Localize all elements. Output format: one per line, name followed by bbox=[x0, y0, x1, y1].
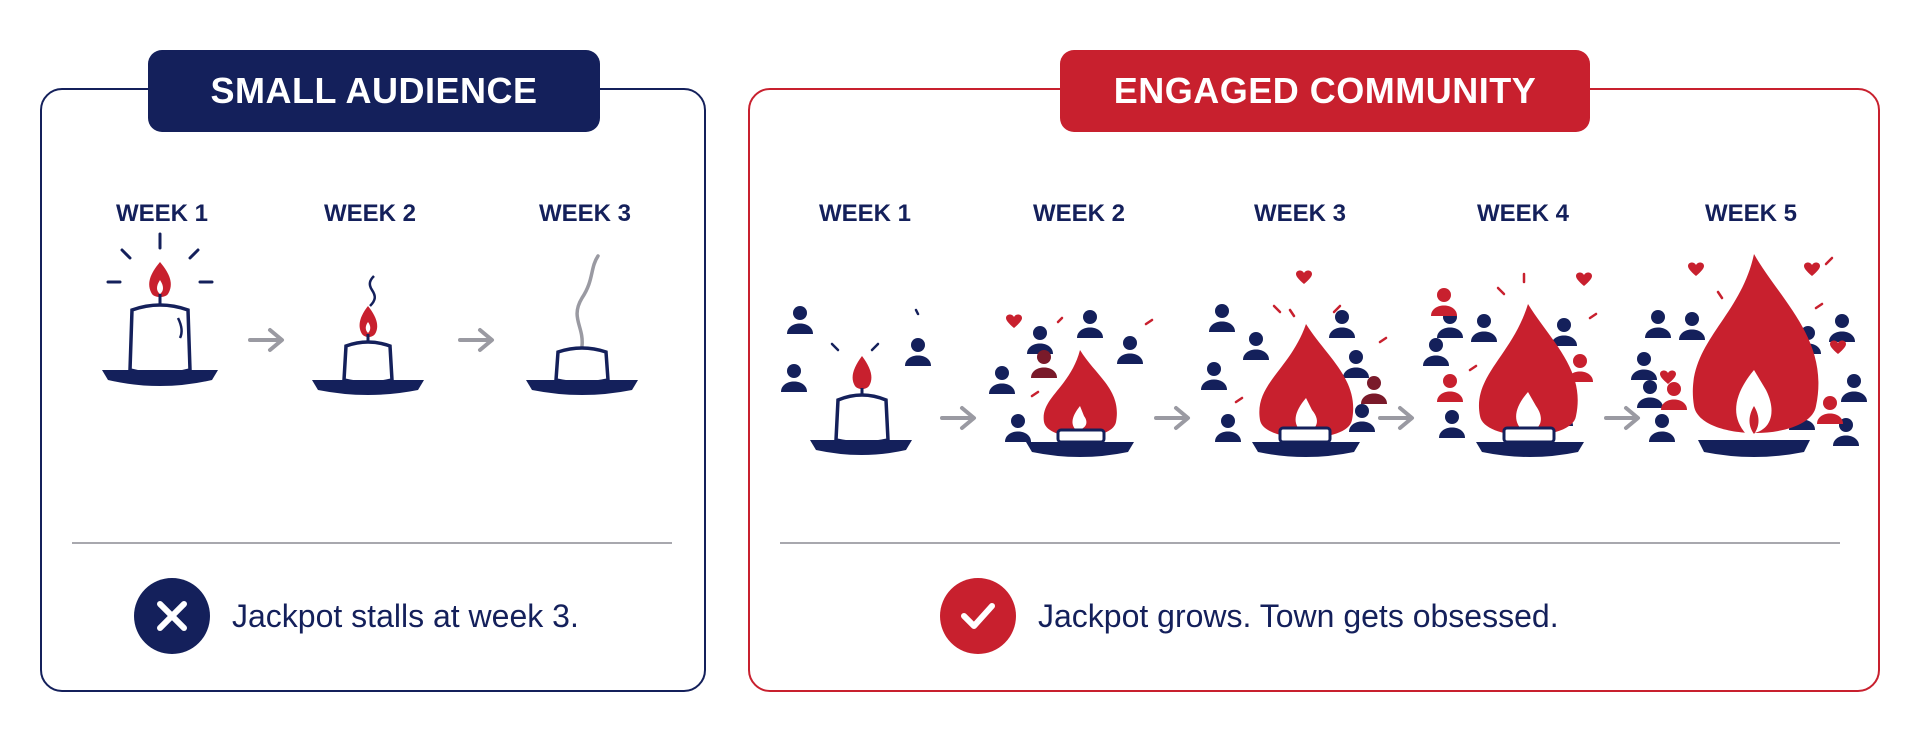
left-week-1-label: WEEK 1 bbox=[115, 200, 208, 227]
left-week-3-label: WEEK 3 bbox=[538, 200, 631, 227]
left-result: Jackpot stalls at week 3. bbox=[134, 578, 579, 654]
arrow-icon bbox=[1378, 406, 1414, 430]
week-5-fire-group bbox=[1631, 254, 1867, 457]
left-divider bbox=[72, 542, 672, 544]
arrow-icon bbox=[248, 328, 284, 352]
tall-candle-icon bbox=[102, 232, 218, 386]
week-2-fire-group bbox=[989, 310, 1154, 457]
right-week-2-label: WEEK 2 bbox=[1032, 200, 1125, 227]
week-4-fire-group bbox=[1423, 272, 1598, 457]
left-candles-scene bbox=[102, 232, 638, 395]
arrow-icon bbox=[1154, 406, 1190, 430]
x-circle-icon bbox=[134, 578, 210, 654]
right-fire-scene bbox=[781, 254, 1867, 457]
right-week-5-label: WEEK 5 bbox=[1704, 200, 1797, 227]
short-candle-icon bbox=[312, 275, 424, 395]
small-audience-panel: SMALL AUDIENCE WEEK 1 WEEK 2 WEEK 3 bbox=[40, 50, 706, 692]
engaged-community-panel: ENGAGED COMMUNITY WEEK 1 WEEK 2 WEEK 3 W… bbox=[748, 50, 1880, 692]
arrow-icon bbox=[1604, 406, 1640, 430]
right-divider bbox=[780, 542, 1840, 544]
right-week-4-label: WEEK 4 bbox=[1476, 200, 1569, 227]
week-3-fire-group bbox=[1201, 270, 1388, 457]
arrow-icon bbox=[940, 406, 976, 430]
left-week-2-label: WEEK 2 bbox=[323, 200, 416, 227]
extinguished-candle-icon bbox=[526, 254, 638, 395]
right-week-3-label: WEEK 3 bbox=[1253, 200, 1346, 227]
right-week-1-label: WEEK 1 bbox=[818, 200, 911, 227]
engaged-community-title: ENGAGED COMMUNITY bbox=[1060, 50, 1590, 132]
right-result: Jackpot grows. Town gets obsessed. bbox=[940, 578, 1559, 654]
small-audience-title: SMALL AUDIENCE bbox=[148, 50, 600, 132]
arrow-icon bbox=[458, 328, 494, 352]
left-result-text: Jackpot stalls at week 3. bbox=[232, 597, 579, 634]
week-1-candle-group bbox=[781, 306, 931, 455]
right-result-text: Jackpot grows. Town gets obsessed. bbox=[1038, 597, 1559, 634]
check-circle-icon bbox=[940, 578, 1016, 654]
